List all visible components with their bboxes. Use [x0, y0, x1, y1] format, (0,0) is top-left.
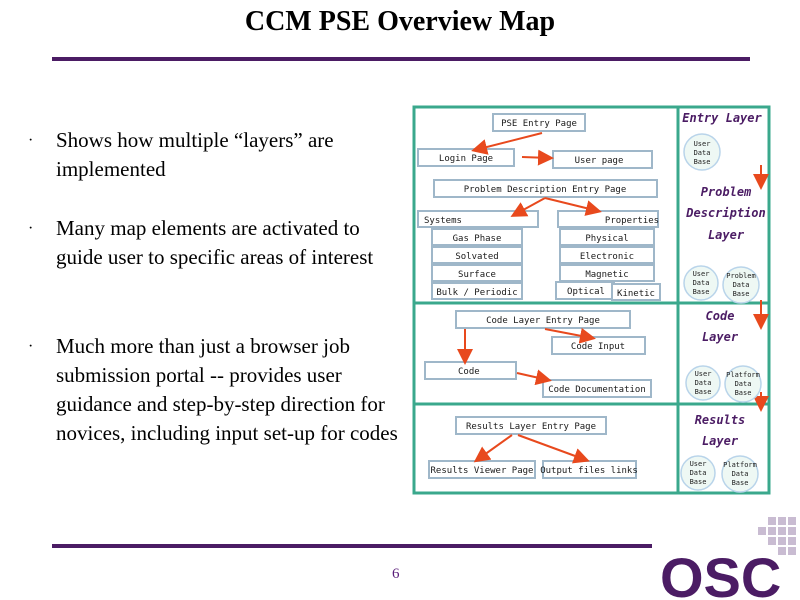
properties-box[interactable]	[557, 210, 659, 228]
db-label: Problem	[726, 272, 756, 280]
results-layer-label-line1: Results	[695, 413, 746, 427]
kinetic-box[interactable]	[611, 283, 661, 301]
db-label: Base	[695, 388, 712, 396]
map-frame	[412, 105, 771, 495]
db-label: User	[694, 140, 711, 148]
db-label: Base	[733, 290, 750, 298]
physical-box[interactable]	[559, 228, 655, 246]
osc-logo: OSC	[660, 517, 796, 600]
code-input-box[interactable]	[551, 336, 646, 355]
arrow	[544, 327, 596, 344]
code-documentation-box[interactable]	[542, 379, 652, 398]
code-layer-label-line2: Layer	[702, 330, 739, 344]
user-page-label: User page	[575, 156, 624, 166]
user-database-icon[interactable]	[683, 133, 721, 171]
magnetic-label: Magnetic	[585, 270, 628, 280]
optical-label: Optical	[567, 287, 605, 297]
surface-label: Surface	[458, 270, 496, 280]
bullet-text: Shows how multiple “layers” are implemen…	[56, 128, 334, 181]
login-page-box[interactable]	[417, 148, 515, 167]
user-database-icon[interactable]	[683, 265, 719, 301]
problem-layer-label-line1: Problem	[701, 185, 752, 199]
pse-entry-page-box[interactable]	[492, 113, 586, 132]
bullet-marker: ·	[28, 220, 34, 237]
problem-layer-label-line3: Layer	[708, 228, 745, 242]
electronic-label: Electronic	[580, 252, 634, 262]
db-label: Base	[694, 158, 711, 166]
db-label: Base	[693, 288, 710, 296]
results-entry-page-box[interactable]	[455, 416, 607, 435]
properties-label: Properties	[605, 216, 659, 226]
arrow	[544, 197, 602, 216]
login-page-label: Login Page	[439, 154, 493, 164]
problem-database-icon[interactable]	[722, 266, 760, 304]
user-database-icon[interactable]	[680, 455, 716, 491]
slide-title: CCM PSE Overview Map	[244, 6, 556, 37]
db-label: Platform	[723, 461, 757, 469]
code-input-label: Code Input	[571, 342, 625, 352]
gas-phase-box[interactable]	[431, 228, 523, 246]
results-entry-page-label: Results Layer Entry Page	[466, 422, 596, 432]
arrow	[510, 197, 546, 217]
arrow	[521, 149, 554, 166]
kinetic-label: Kinetic	[617, 289, 655, 299]
solvated-box[interactable]	[431, 246, 523, 264]
problem-layer-label-line2: Description	[685, 206, 765, 220]
output-files-label: Output files links	[540, 466, 638, 476]
db-label: User	[693, 270, 710, 278]
systems-label: Systems	[424, 216, 462, 226]
db-label: Base	[735, 389, 752, 397]
code-label: Code	[458, 367, 480, 377]
arrow	[516, 369, 552, 386]
arrow	[473, 434, 513, 463]
systems-box[interactable]	[417, 210, 539, 228]
platform-database-icon[interactable]	[721, 455, 759, 493]
db-label: Base	[732, 479, 749, 487]
db-label: Data	[732, 470, 749, 478]
code-layer-entry-page-label: Code Layer Entry Page	[486, 316, 600, 326]
db-label: Data	[695, 379, 712, 387]
results-viewer-label: Results Viewer Page	[431, 466, 534, 476]
db-label: Data	[690, 469, 707, 477]
pse-entry-page-label: PSE Entry Page	[501, 119, 577, 129]
db-label: Data	[693, 279, 710, 287]
osc-logo-text: OSC	[660, 546, 781, 600]
db-label: Base	[690, 478, 707, 486]
results-layer-label-line2: Layer	[702, 434, 739, 448]
code-documentation-label: Code Documentation	[548, 385, 646, 395]
bullet-marker: ·	[28, 338, 34, 355]
electronic-box[interactable]	[559, 246, 655, 264]
bulk-periodic-box[interactable]	[431, 282, 523, 300]
bullet-marker: ·	[28, 132, 34, 149]
surface-box[interactable]	[431, 264, 523, 282]
title-divider	[52, 57, 750, 61]
physical-label: Physical	[585, 234, 628, 244]
db-label: Data	[694, 149, 711, 157]
db-label: Data	[735, 380, 752, 388]
problem-entry-page-label: Problem Description Entry Page	[464, 185, 627, 195]
problem-entry-page-box[interactable]	[433, 179, 658, 198]
code-layer-entry-page-box[interactable]	[455, 310, 631, 329]
bulk-periodic-label: Bulk / Periodic	[436, 288, 517, 298]
slide-number: 6	[392, 566, 400, 582]
footer-divider	[52, 544, 652, 548]
user-database-icon[interactable]	[685, 365, 721, 401]
db-label: User	[695, 370, 712, 378]
db-label: Platform	[726, 371, 760, 379]
gas-phase-label: Gas Phase	[453, 234, 502, 244]
entry-layer-label: Entry Layer	[682, 111, 762, 125]
arrow	[471, 132, 543, 155]
db-label: Data	[733, 281, 750, 289]
platform-database-icon[interactable]	[724, 365, 762, 403]
bullet-text: Much more than just a browser job submis…	[56, 334, 398, 445]
arrow	[517, 434, 590, 464]
code-layer-label-line1: Code	[706, 309, 735, 323]
solvated-label: Solvated	[455, 252, 498, 262]
bullet-text: Many map elements are activated to guide…	[56, 216, 374, 269]
db-label: User	[690, 460, 707, 468]
